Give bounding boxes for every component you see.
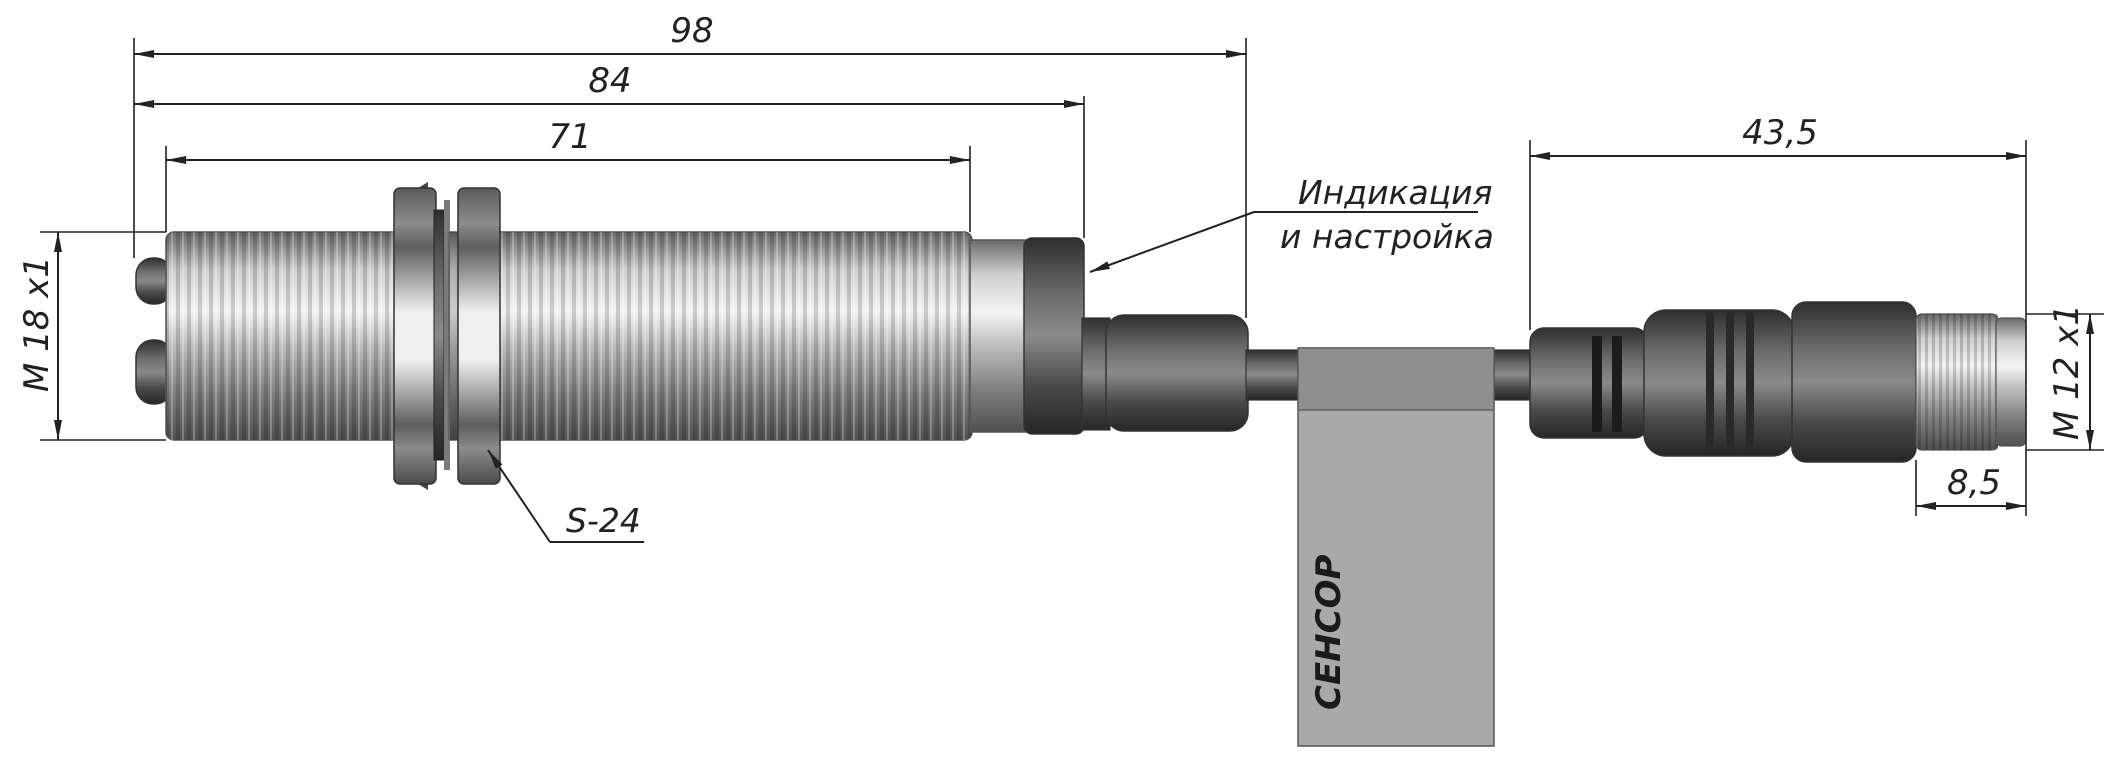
indicator-cap [1023,237,1085,435]
lock-nuts [393,182,501,490]
sensor-body [135,231,1249,441]
nut-right [457,187,501,485]
dim-body-length: 84 [588,61,631,101]
dim-cable-connector-length: 43,5 [1742,113,1818,153]
callouts: Индикация и настройка S-24 [487,173,1494,543]
brand-label: СЕНСОР [1309,555,1349,710]
wrench-size-label: S-24 [566,501,641,540]
cable-boot [1105,314,1249,432]
brand-tag: СЕНСОР [1297,347,1495,747]
indication-label-line2: и настройка [1280,217,1494,256]
connector-tip [1995,317,2027,447]
dimension-lines: 98 84 71 43,5 8,5 M 18 x1 M 12 x1 [17,11,2104,516]
rear-collar [969,239,1027,433]
connector-body [1643,309,1795,457]
dim-main-thread: M 18 x1 [17,256,57,392]
lock-washer [433,209,445,461]
dim-thread-length: 71 [548,117,591,157]
connector-grip [1529,327,1649,439]
dim-connector-thread: M 12 x1 [2047,304,2087,440]
dim-overall-length: 98 [670,11,713,51]
indication-label-line1: Индикация [1298,173,1492,212]
coupling-nut [1791,301,1917,463]
dim-connector-thread-length: 8,5 [1947,463,2001,503]
m12-connector [1529,301,2027,463]
